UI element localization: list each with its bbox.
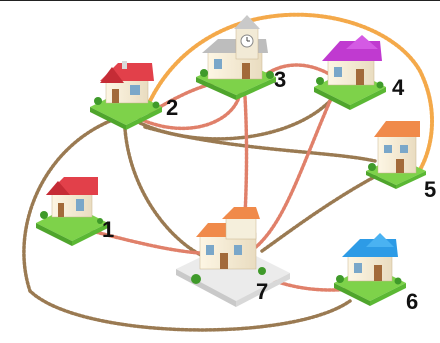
road-1-7 [90, 229, 202, 255]
house-label-1: 1 [102, 217, 114, 242]
house-label-3: 3 [274, 67, 286, 92]
road-2-5 [148, 12, 434, 175]
house-7 [176, 207, 290, 307]
house-label-6: 6 [406, 289, 418, 314]
house-1 [36, 177, 108, 246]
house-label-5: 5 [424, 177, 436, 202]
house-label-2: 2 [166, 95, 178, 120]
road-2-5-lower [143, 125, 377, 163]
house-6 [334, 233, 406, 306]
road-2-3-lower [138, 91, 242, 131]
road-5-7 [260, 174, 378, 253]
house-2 [90, 61, 162, 130]
house-3 [196, 15, 276, 100]
house-5 [366, 121, 426, 189]
road-4-7 [254, 99, 332, 249]
road-2-7 [123, 127, 207, 259]
road-2-6 [22, 119, 352, 332]
house-4 [314, 35, 386, 110]
house-label-7: 7 [256, 279, 268, 304]
house-label-4: 4 [392, 75, 405, 100]
